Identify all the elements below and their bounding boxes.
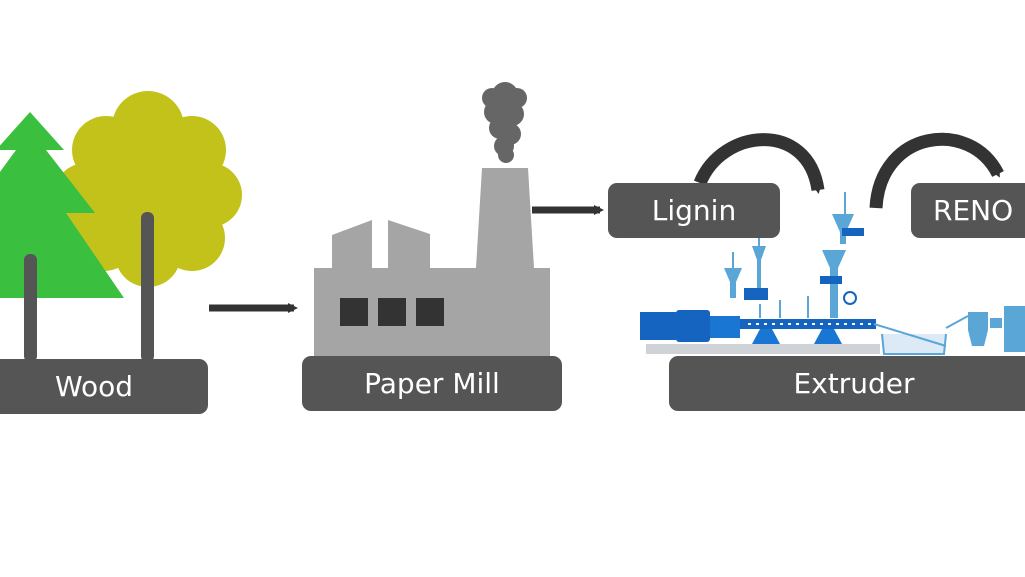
factory-icon <box>314 168 550 356</box>
wood-label: Wood <box>0 359 208 414</box>
factory-window-icon <box>378 298 406 326</box>
smoke-icon <box>482 82 527 163</box>
lignin-label: Lignin <box>608 183 780 238</box>
paper-mill-label: Paper Mill <box>302 356 562 411</box>
factory-window-icon <box>416 298 444 326</box>
extruder-machine-icon <box>640 192 1025 355</box>
extruder-label: Extruder <box>669 356 1025 411</box>
arrow-extruder-to-reno <box>869 132 1004 209</box>
conifer-tree-icon <box>0 112 124 362</box>
deciduous-tree-icon <box>54 91 242 362</box>
arrow-lignin-to-extruder <box>693 133 825 194</box>
reno-label: RENO <box>911 183 1025 238</box>
factory-window-icon <box>340 298 368 326</box>
